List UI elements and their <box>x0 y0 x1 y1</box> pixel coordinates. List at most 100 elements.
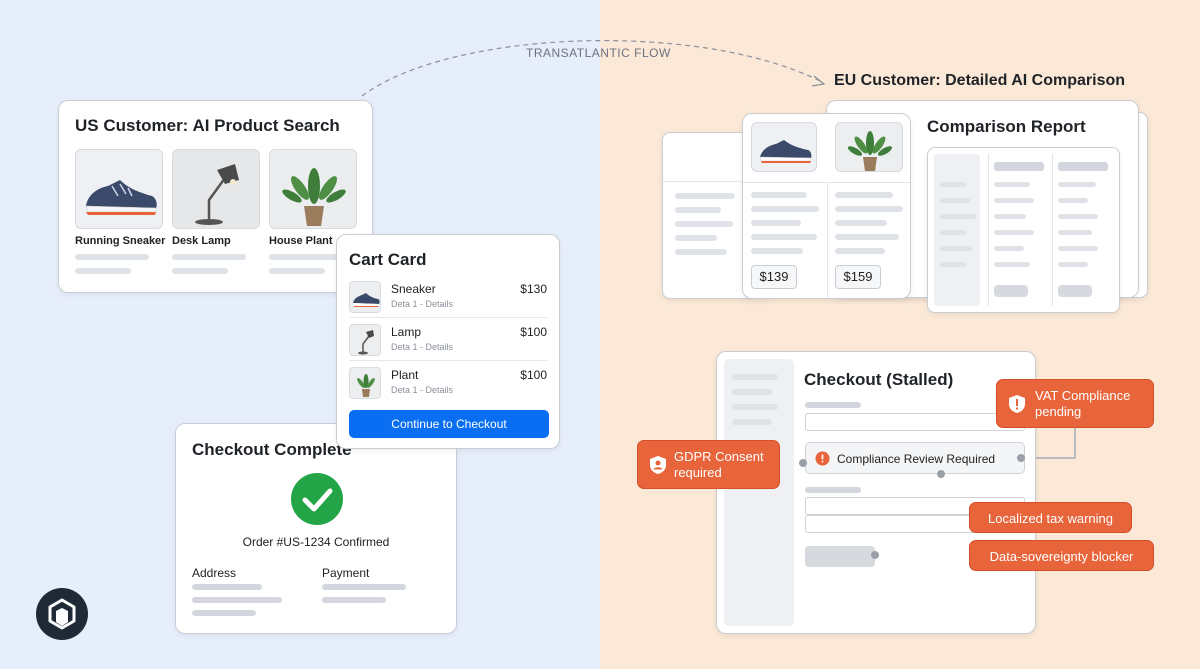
placeholder-line <box>192 597 282 603</box>
checkout-stalled-title: Checkout (Stalled) <box>804 370 954 389</box>
sneaker-icon <box>759 140 812 163</box>
shield-user-icon <box>650 455 666 474</box>
cart-item-price: $130 <box>520 282 547 296</box>
compliance-review-text: Compliance Review Required <box>837 452 996 466</box>
placeholder-line <box>940 246 972 251</box>
placeholder-line <box>940 198 970 203</box>
cart-thumb <box>349 367 381 399</box>
sneaker-icon <box>85 180 157 215</box>
placeholder-button <box>1058 285 1092 297</box>
vat-compliance-tag: VAT Compliance pending <box>996 379 1154 428</box>
lamp-icon <box>195 164 239 225</box>
compare-thumb-sneaker[interactable] <box>751 122 817 172</box>
cart-item-price: $100 <box>520 368 547 382</box>
warning-icon <box>815 451 830 466</box>
placeholder-line <box>732 419 772 425</box>
placeholder-line <box>675 235 717 241</box>
placeholder-line <box>269 268 325 274</box>
connector-dot <box>871 551 879 559</box>
placeholder-line <box>751 234 817 240</box>
placeholder-line <box>322 597 386 603</box>
data-sovereignty-tag: Data-sovereignty blocker <box>969 540 1154 571</box>
order-confirmation: Order #US-1234 Confirmed <box>242 535 390 549</box>
placeholder-line <box>675 249 727 255</box>
cart-item-sub: Deta 1 - Details <box>391 342 454 352</box>
price-chip-sneaker: $139 <box>751 265 797 289</box>
cart-item-name: Plant <box>391 368 419 382</box>
address-label: Address <box>192 566 237 580</box>
placeholder-line <box>751 192 807 198</box>
placeholder-line <box>192 584 262 590</box>
us-search-title: US Customer: AI Product Search <box>75 116 340 135</box>
localized-tax-text: Localized tax warning <box>987 511 1114 526</box>
stalled-checkout-button[interactable] <box>805 546 875 567</box>
placeholder-line <box>940 214 976 219</box>
placeholder-header <box>994 162 1044 171</box>
placeholder-line <box>1058 182 1096 187</box>
checkout-stalled-card: Checkout (Stalled) Compliance Review Req… <box>716 351 1036 634</box>
cart-item-name: Sneaker <box>391 282 436 296</box>
placeholder-line <box>994 230 1034 235</box>
placeholder-line <box>835 192 893 198</box>
cart-item-name: Lamp <box>391 325 422 339</box>
placeholder-line <box>940 262 966 267</box>
placeholder-line <box>1058 246 1098 251</box>
brand-logo <box>36 588 88 640</box>
compare-thumb-plant[interactable] <box>835 122 903 172</box>
gdpr-consent-text: GDPR Consent required <box>674 449 764 480</box>
placeholder-line <box>322 584 406 590</box>
placeholder-line <box>192 610 256 616</box>
cart-item-sub: Deta 1 - Details <box>391 385 454 395</box>
placeholder-line <box>172 254 246 260</box>
shield-alert-icon <box>1009 394 1025 413</box>
cart-row-lamp[interactable]: Lamp Deta 1 - Details $100 <box>349 319 547 361</box>
placeholder-line <box>751 248 803 254</box>
placeholder-line <box>1058 214 1098 219</box>
placeholder-line <box>835 206 903 212</box>
product-label-sneaker: Running Sneaker <box>75 235 166 247</box>
connector-dot <box>937 470 945 478</box>
lamp-icon <box>358 330 374 355</box>
placeholder-line <box>805 402 861 408</box>
plant-icon <box>847 131 893 171</box>
product-label-plant: House Plant <box>269 235 333 247</box>
placeholder-line <box>675 193 735 199</box>
compliance-review-banner: Compliance Review Required <box>805 442 1025 474</box>
continue-to-checkout-button[interactable]: Continue to Checkout <box>349 410 549 438</box>
placeholder-line <box>1058 230 1092 235</box>
placeholder-line <box>172 268 228 274</box>
checkout-field[interactable] <box>805 413 1025 431</box>
logo-icon <box>48 598 76 630</box>
product-label-lamp: Desk Lamp <box>172 235 231 247</box>
placeholder-line <box>675 221 733 227</box>
placeholder-line <box>75 268 131 274</box>
cart-card: Cart Card Sneaker Deta 1 - Details $130 … <box>336 234 560 449</box>
cart-thumb <box>349 324 381 356</box>
placeholder-line <box>732 389 772 395</box>
placeholder-line <box>940 182 966 187</box>
product-thumb-sneaker[interactable] <box>75 149 163 229</box>
vat-compliance-text: VAT Compliance pending <box>1035 388 1131 419</box>
comparison-table-card <box>927 147 1120 313</box>
checkmark-icon <box>291 473 343 525</box>
cart-row-plant[interactable]: Plant Deta 1 - Details $100 <box>349 362 547 404</box>
plant-icon <box>282 168 346 226</box>
checkout-complete-title: Checkout Complete <box>192 440 352 459</box>
placeholder-line <box>994 182 1030 187</box>
placeholder-line <box>994 262 1030 267</box>
placeholder-line <box>751 206 819 212</box>
placeholder-button <box>994 285 1028 297</box>
cart-row-sneaker[interactable]: Sneaker Deta 1 - Details $130 <box>349 276 547 318</box>
cart-title: Cart Card <box>349 250 427 269</box>
connector-dot <box>799 459 807 467</box>
us-product-search-card: US Customer: AI Product Search Running S… <box>58 100 373 293</box>
placeholder-line <box>835 248 885 254</box>
placeholder-header <box>1058 162 1108 171</box>
payment-label: Payment <box>322 566 370 580</box>
placeholder-line <box>835 234 899 240</box>
placeholder-line <box>835 220 887 226</box>
sneaker-icon <box>353 293 380 307</box>
eu-heading: EU Customer: Detailed AI Comparison <box>834 72 1126 89</box>
product-thumb-lamp[interactable] <box>172 149 260 229</box>
product-thumb-plant[interactable] <box>269 149 357 229</box>
